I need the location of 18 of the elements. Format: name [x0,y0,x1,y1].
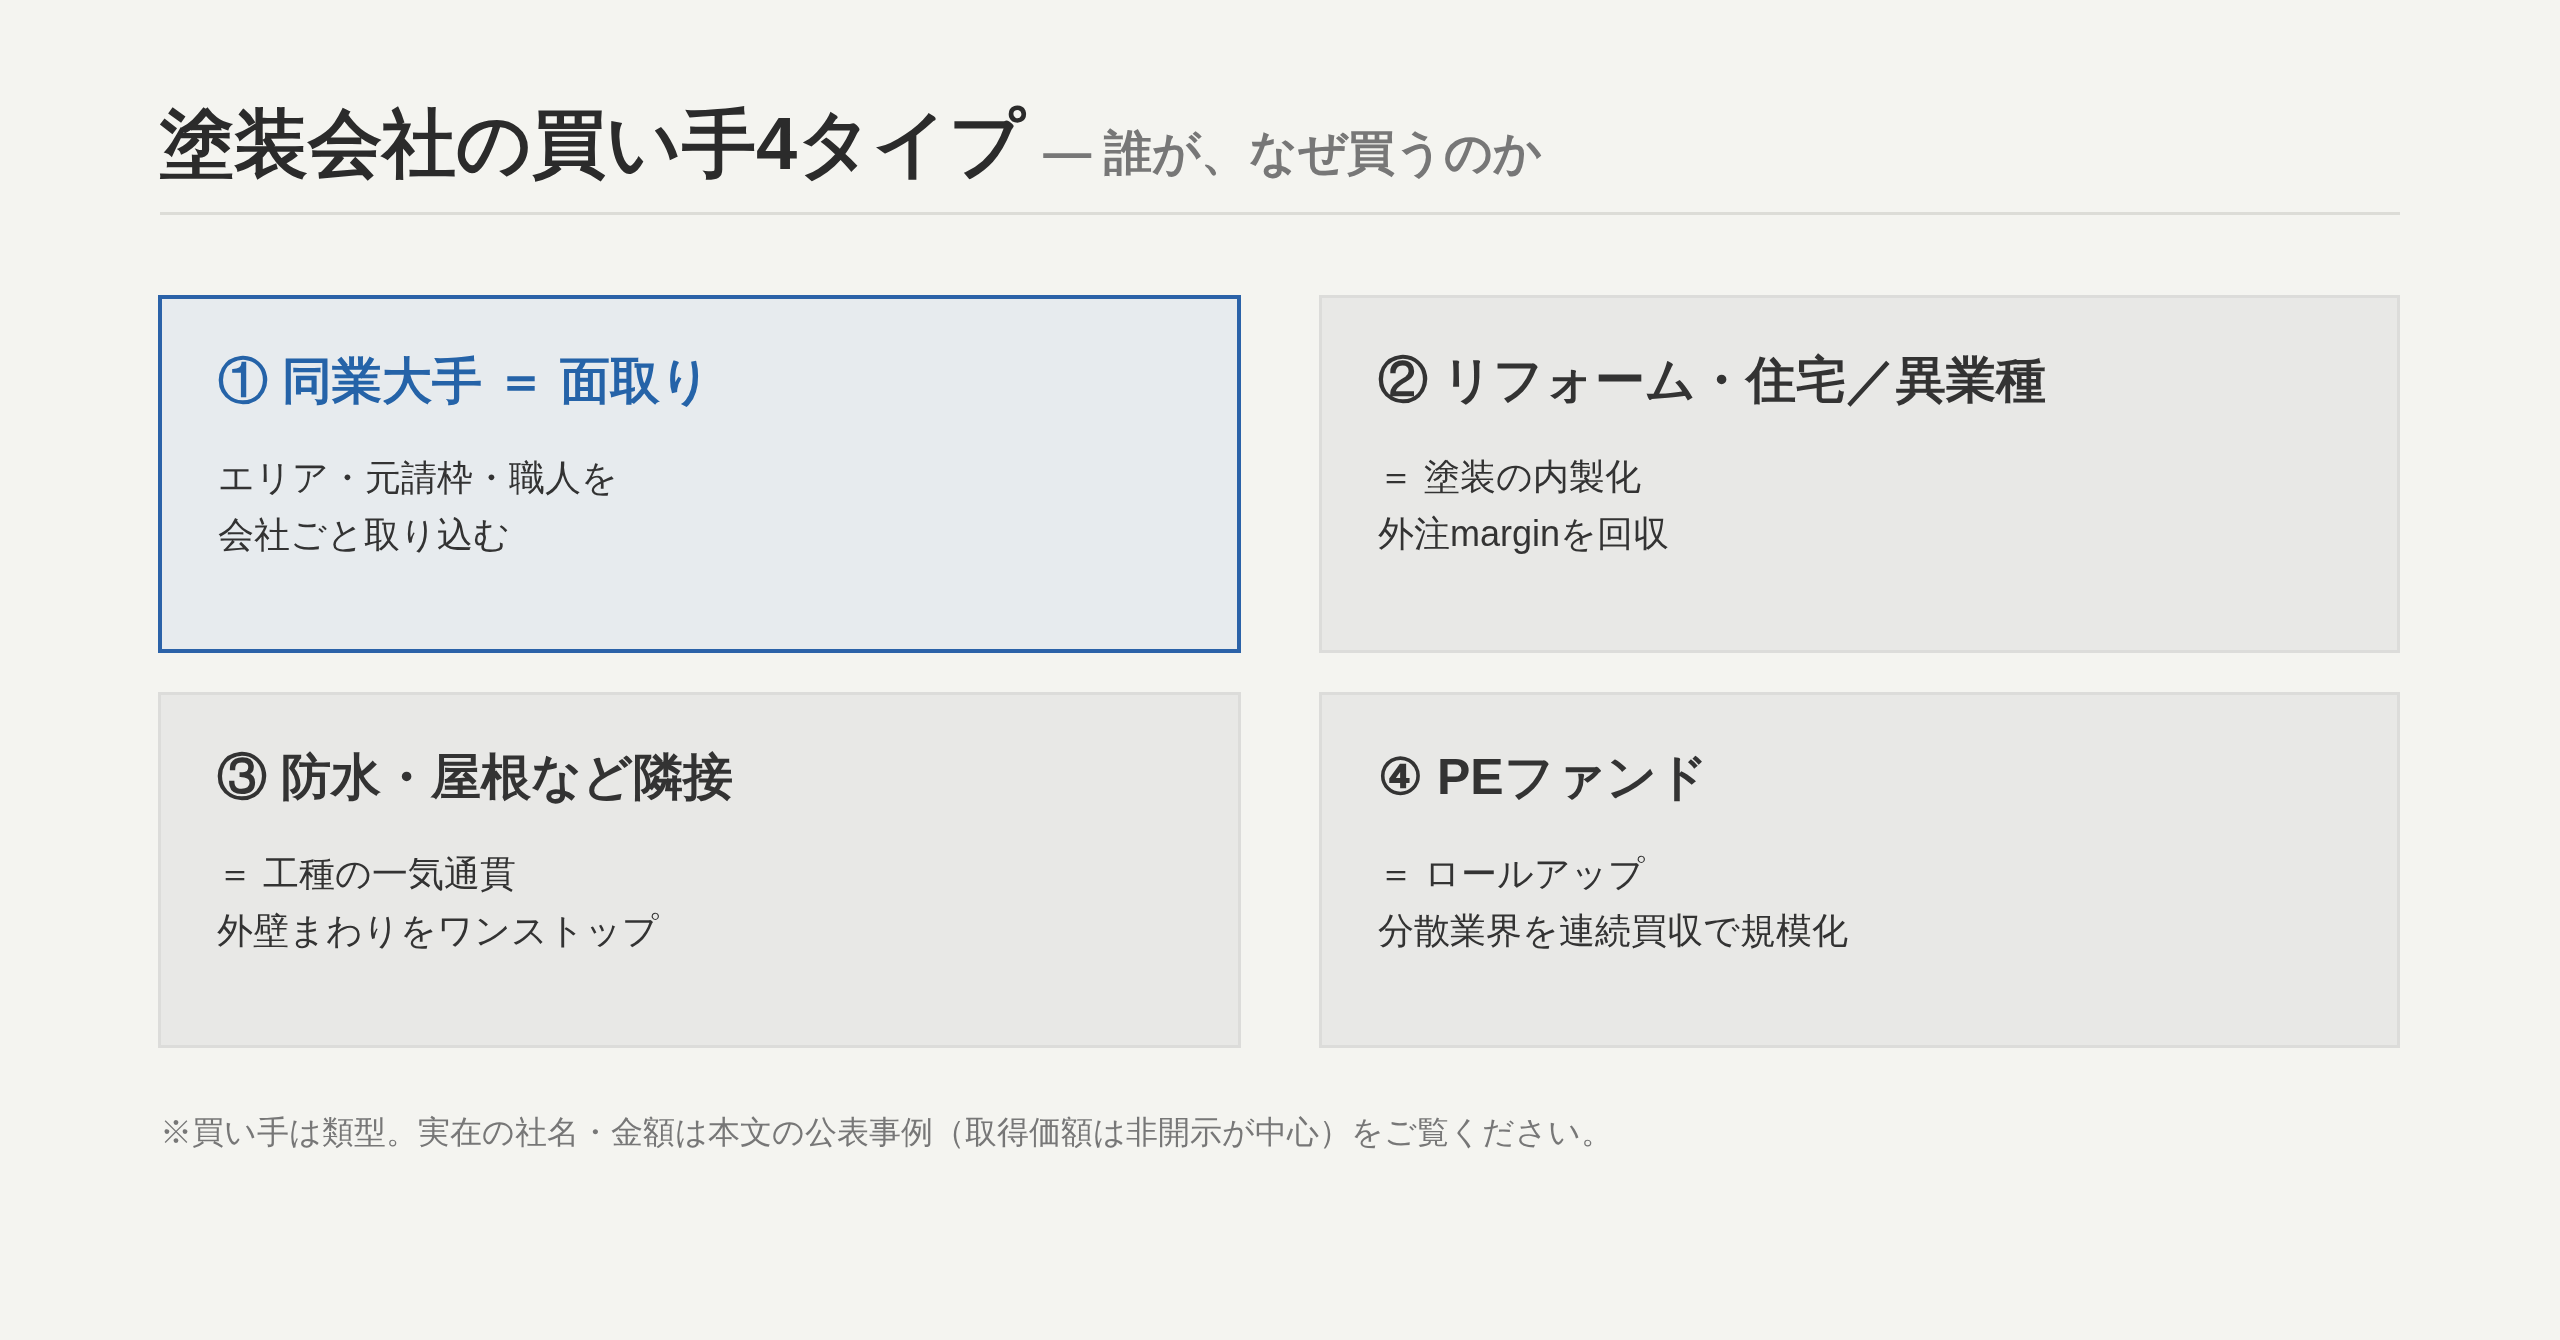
card-heading: ③ 防水・屋根など隣接 [217,748,733,807]
card-text: 外注marginを回収 [1378,512,1670,556]
card-text: ＝ 塗装の内製化 [1378,455,1642,499]
card [158,692,1241,1048]
card [1319,692,2400,1048]
footnote: ※買い手は類型。実在の社名・金額は本文の公表事例（取得価額は非開示が中心）をご覧ください。 [160,1113,1613,1152]
subtitle: — 誰が、なぜ買うのか [1043,125,1543,181]
card [158,295,1241,653]
card-heading: ① 同業大手 ＝ 面取り [218,352,711,411]
card [1319,295,2400,653]
card-text: 外壁まわりをワンストップ [217,909,659,953]
card-text: 分散業界を連続買収で規模化 [1378,909,1848,953]
card-text: ＝ 工種の一気通貫 [217,852,517,896]
card-heading: ② リフォーム・住宅／異業種 [1378,351,2046,410]
card-text: ＝ ロールアップ [1378,852,1646,896]
title: 塗装会社の買い手4タイプ [160,101,1026,187]
card-text: エリア・元請枠・職人を会社ごと取り込む [218,456,619,557]
card-heading: ④ PEファンド [1378,748,1708,807]
